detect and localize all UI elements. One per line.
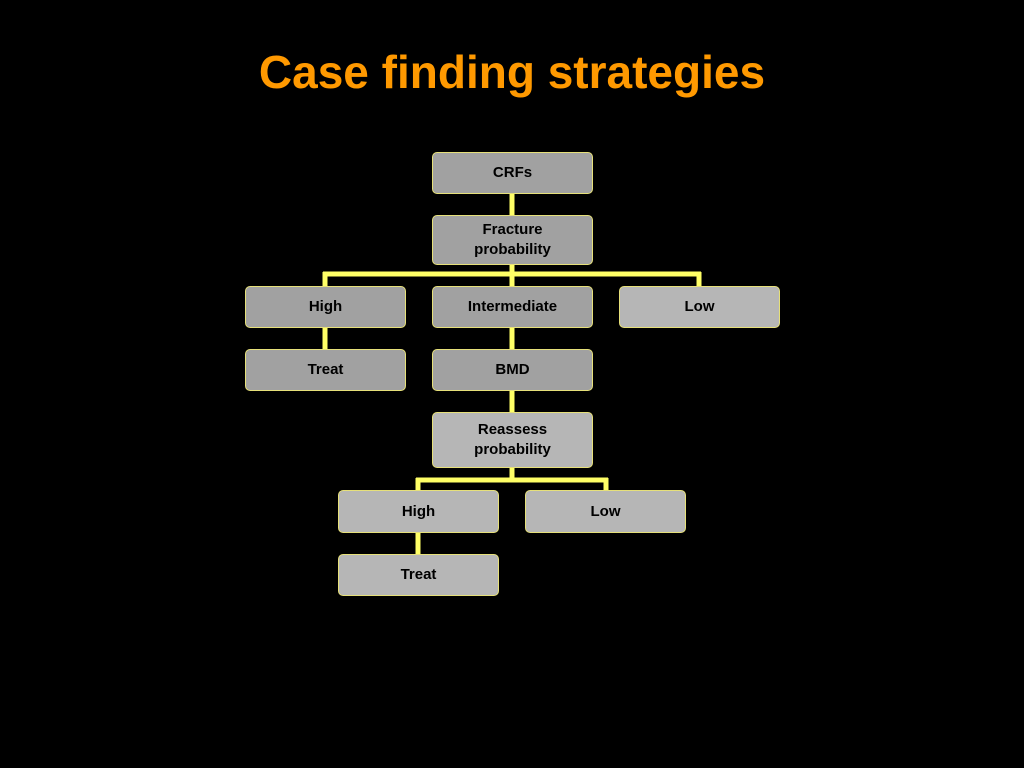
node-low-2: Low [525,490,686,533]
node-high-1: High [245,286,406,328]
node-fracture-probability: Fracture probability [432,215,593,265]
node-treat-2: Treat [338,554,499,596]
slide-title: Case finding strategies [258,46,766,98]
node-intermediate: Intermediate [432,286,593,328]
node-low-1: Low [619,286,780,328]
node-reassess-probability: Reassess probability [432,412,593,468]
node-bmd: BMD [432,349,593,391]
node-crfs: CRFs [432,152,593,194]
node-treat-1: Treat [245,349,406,391]
node-high-2: High [338,490,499,533]
